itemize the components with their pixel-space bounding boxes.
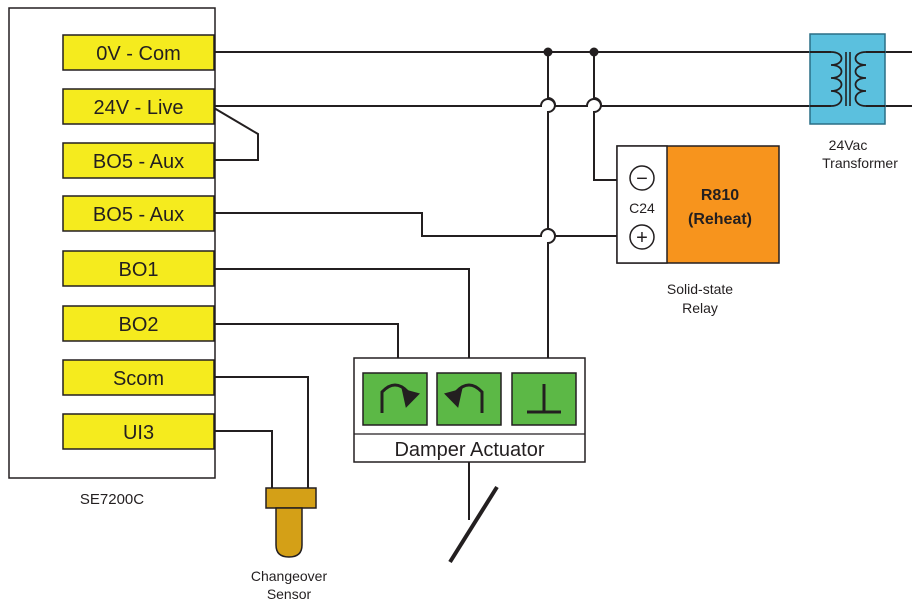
relay: − C24 + R810 (Reheat) Solid-state Relay bbox=[616, 145, 780, 316]
transformer-label: 24Vac bbox=[829, 137, 868, 153]
terminal-0v-com: 0V - Com bbox=[62, 34, 215, 71]
terminal-scom: Scom bbox=[62, 359, 215, 396]
minus-icon bbox=[629, 165, 655, 191]
relay-model: R810 bbox=[701, 187, 739, 204]
relay-caption: Relay bbox=[682, 300, 718, 316]
sensor-label: Changeover bbox=[251, 568, 328, 584]
terminal-label: BO2 bbox=[118, 314, 158, 336]
relay-function: (Reheat) bbox=[688, 211, 752, 228]
terminal-bo5-aux-1: BO5 - Aux bbox=[62, 142, 215, 179]
terminal-label: 0V - Com bbox=[96, 43, 180, 65]
terminal-bo5-aux-2: BO5 - Aux bbox=[62, 195, 215, 232]
relay-caption: Solid-state bbox=[667, 281, 733, 297]
controller-label: SE7200C bbox=[80, 491, 144, 508]
common-ground-icon bbox=[511, 372, 577, 426]
terminal-bo2: BO2 bbox=[62, 305, 215, 342]
controller: SE7200C 0V - Com 24V - Live BO5 - Aux BO… bbox=[8, 7, 216, 508]
wire-jumper-24v-bo5 bbox=[213, 107, 259, 161]
wire-scom-to-sensor bbox=[214, 376, 309, 488]
sensor-label: Sensor bbox=[267, 586, 312, 602]
sensor-probe bbox=[275, 507, 303, 558]
relay-terminal-label: C24 bbox=[629, 200, 655, 216]
terminal-label: BO5 - Aux bbox=[93, 204, 184, 226]
wire-bo5-to-relay-plus bbox=[214, 212, 618, 237]
wire-bo1-to-actuator bbox=[214, 268, 470, 358]
transformer-coil-icon bbox=[830, 51, 843, 107]
damper-blade bbox=[448, 485, 499, 564]
relay-minus-symbol: − bbox=[636, 168, 648, 190]
junction-dot bbox=[543, 47, 553, 57]
terminal-label: Scom bbox=[113, 368, 164, 390]
terminal-label: 24V - Live bbox=[93, 97, 183, 119]
transformer-label: Transformer bbox=[822, 155, 898, 171]
close-rotation-icon bbox=[362, 372, 428, 426]
wire-com-to-relay-minus bbox=[593, 52, 618, 181]
transformer-coil-icon bbox=[854, 51, 867, 107]
transformer: 24Vac Transformer bbox=[809, 33, 898, 171]
wires bbox=[213, 47, 912, 520]
terminal-label: UI3 bbox=[123, 422, 154, 444]
controller-outline bbox=[8, 7, 216, 479]
terminal-ui3: UI3 bbox=[62, 413, 215, 450]
wire-ui3-to-sensor bbox=[214, 430, 273, 488]
transformer-body bbox=[809, 33, 886, 125]
junction-dot bbox=[589, 47, 599, 57]
open-rotation-icon bbox=[436, 372, 502, 426]
terminal-label: BO5 - Aux bbox=[93, 151, 184, 173]
terminal-bo1: BO1 bbox=[62, 250, 215, 287]
changeover-sensor: Changeover Sensor bbox=[251, 487, 328, 602]
wire-24v-live-bus bbox=[214, 98, 810, 107]
plus-icon bbox=[629, 224, 655, 250]
terminal-label: BO1 bbox=[118, 259, 158, 281]
sensor-head bbox=[265, 487, 317, 509]
relay-plus-symbol: + bbox=[636, 227, 648, 249]
damper-actuator: Damper Actuator bbox=[353, 357, 586, 463]
wire-com-to-actuator bbox=[547, 52, 556, 358]
wire-bo2-to-actuator bbox=[214, 323, 399, 358]
terminal-24v-live: 24V - Live bbox=[62, 88, 215, 125]
actuator-label: Damper Actuator bbox=[394, 439, 544, 461]
